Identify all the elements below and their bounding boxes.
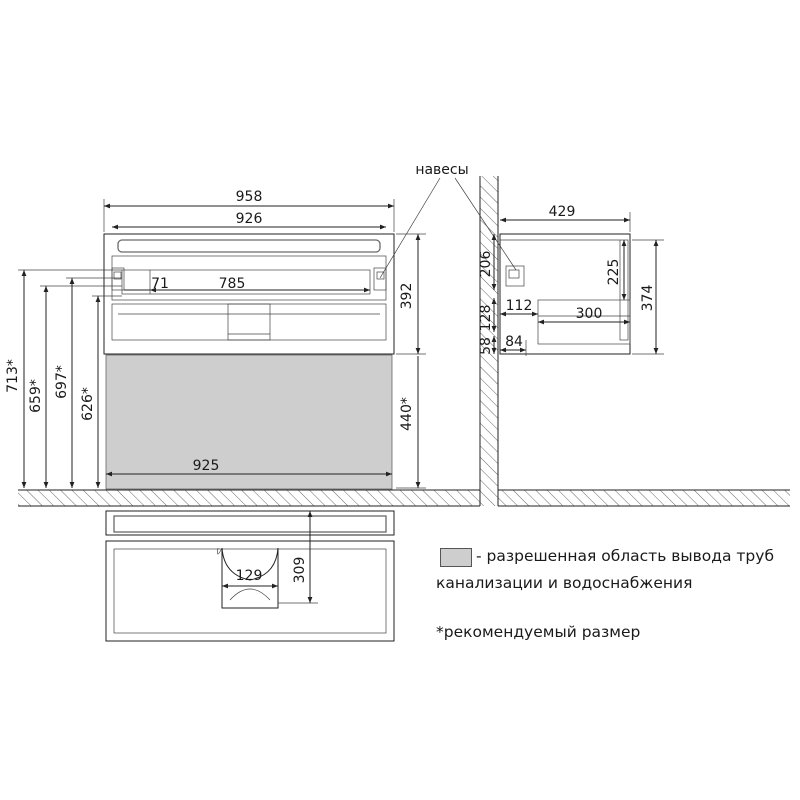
plan-dimension-lines	[222, 511, 318, 604]
countertop-basin	[117, 239, 381, 253]
dim-925: 925	[193, 458, 220, 474]
side-dimension-lines	[491, 212, 664, 356]
dim-659: 659*	[28, 379, 44, 413]
dim-713: 713*	[5, 359, 21, 393]
plan-body	[105, 540, 395, 642]
front-dimension-lines	[18, 177, 517, 489]
dim-926: 926	[236, 211, 263, 227]
legend-line-1: - разрешенная область вывода труб	[476, 547, 775, 565]
allowed-pipe-area-front	[105, 354, 393, 490]
dim-697: 697*	[54, 365, 70, 399]
legend-line-2: канализации и водоснабжения	[436, 574, 693, 592]
plan-countertop	[105, 510, 395, 536]
plan-view-cabinet	[105, 510, 395, 642]
cabinet-body	[103, 233, 395, 355]
dim-112: 112	[506, 298, 533, 314]
dim-429: 429	[549, 204, 576, 220]
side-hinge	[505, 265, 525, 287]
floor	[18, 489, 790, 507]
hinge-left	[111, 267, 125, 291]
drawer-frame	[121, 269, 371, 295]
plan-cutout	[221, 547, 279, 609]
dim-440: 440*	[399, 397, 415, 431]
dim-374: 374	[640, 285, 656, 312]
legend-note: *рекомендуемый размер	[436, 623, 641, 641]
dim-626: 626*	[80, 387, 96, 421]
dim-128: 128	[478, 305, 494, 332]
side-body	[499, 233, 631, 355]
dim-58: 58	[478, 337, 494, 355]
dim-84: 84	[505, 334, 523, 350]
hinge-right	[373, 267, 387, 291]
dim-785: 785	[219, 276, 246, 292]
front-view-cabinet	[103, 233, 395, 355]
dim-309: 309	[292, 557, 308, 584]
label-hinges: навесы	[415, 162, 468, 178]
dim-225: 225	[606, 259, 622, 286]
dim-71: 71	[151, 276, 169, 292]
legend-swatch	[440, 548, 472, 567]
dim-958: 958	[236, 189, 263, 205]
dim-392: 392	[399, 283, 415, 310]
dim-300: 300	[576, 306, 603, 322]
dim-206: 206	[478, 251, 494, 278]
dim-129: 129	[236, 568, 263, 584]
dimension-labels: 958 926 71 785 925 392 440* 713* 659* 69…	[5, 162, 656, 584]
